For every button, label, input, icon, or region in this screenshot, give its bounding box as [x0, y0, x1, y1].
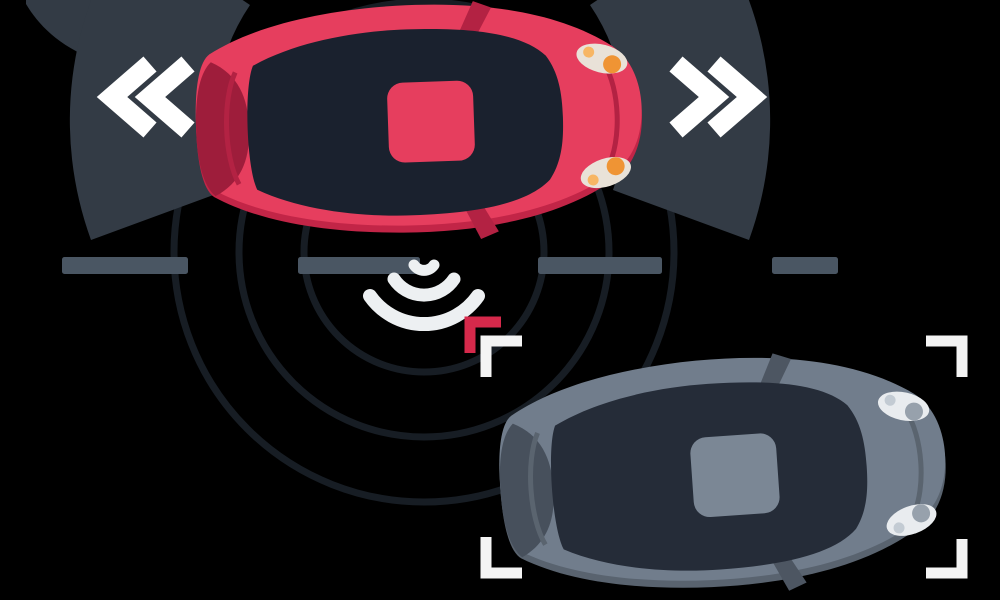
target-bracket-top-right-icon	[926, 335, 968, 377]
chevron-left	[96, 56, 195, 138]
target-bracket-bottom-right-icon	[926, 539, 968, 579]
target-bracket-bottom-left-icon	[480, 537, 522, 579]
alert-corner-bracket-icon	[464, 316, 501, 353]
lane-markings	[62, 257, 838, 274]
lane-dash	[298, 257, 420, 274]
sonar-arc-large	[363, 289, 485, 331]
target-brackets	[480, 335, 968, 579]
chevron-left-icon	[134, 56, 195, 138]
chevron-right	[669, 56, 768, 138]
target-bracket-top-left-icon	[480, 335, 522, 377]
sonar-arc-mid	[387, 272, 461, 302]
sonar-arc-small	[408, 259, 440, 276]
roof-panel	[386, 80, 476, 164]
lane-dash	[772, 257, 838, 274]
range-ring	[170, 0, 678, 506]
sonar-waves	[363, 259, 485, 331]
lane-dash	[538, 257, 662, 274]
roof-panel	[689, 432, 781, 519]
lane-dash	[62, 257, 188, 274]
chevron-right-icon	[707, 56, 768, 138]
chevron-right-icon	[669, 56, 730, 138]
chevron-left-icon	[96, 56, 157, 138]
